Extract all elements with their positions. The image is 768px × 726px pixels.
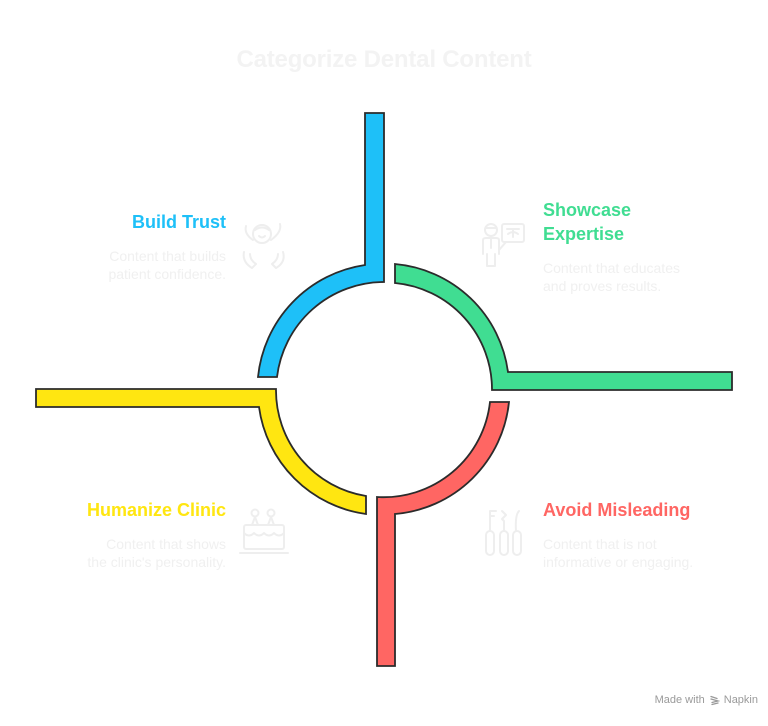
avoid-misleading-description: Content that is not informative or engag… xyxy=(543,535,693,571)
yellow-arm-humanize-clinic xyxy=(35,388,367,516)
showcase-heading-line-2: Expertise xyxy=(543,224,625,244)
avoid-desc-line-2: informative or engaging. xyxy=(543,554,694,570)
blue-arm-build-trust xyxy=(257,112,385,378)
avoid-desc-line-1: Content that is not xyxy=(543,536,657,552)
showcase-desc-line-2: and proves results. xyxy=(543,278,662,294)
build-trust-heading: Build Trust xyxy=(132,212,226,232)
build-trust-description: Content that builds patient confidence. xyxy=(60,247,226,283)
showcase-desc-line-1: Content that educates xyxy=(543,260,680,276)
build-trust-desc-line-2: patient confidence. xyxy=(108,266,226,282)
humanize-clinic-heading: Humanize Clinic xyxy=(86,500,226,520)
showcase-expertise-heading: Showcase Expertise xyxy=(543,198,631,246)
diagram-title: Categorize Dental Content xyxy=(236,46,532,73)
child-in-hands-icon xyxy=(242,223,285,269)
avoid-misleading-heading: Avoid Misleading xyxy=(543,500,691,520)
humanize-desc-line-2: the clinic's personality. xyxy=(87,554,226,570)
presenter-board-icon xyxy=(482,223,525,267)
red-arm-avoid-misleading xyxy=(376,401,510,667)
green-arm-showcase-expertise xyxy=(394,263,733,391)
showcase-heading-line-1: Showcase xyxy=(543,200,632,220)
napkin-watermark: Made with Napkin xyxy=(655,694,758,706)
humanize-desc-line-1: Content that shows xyxy=(106,536,226,552)
dental-tools-icon xyxy=(485,510,522,556)
made-with-label: Made with xyxy=(654,694,705,706)
napkin-brand-label: Napkin xyxy=(723,694,758,706)
build-trust-desc-line-1: Content that builds xyxy=(109,248,226,264)
showcase-expertise-description: Content that educates and proves results… xyxy=(543,259,680,295)
celebration-cake-icon xyxy=(239,508,289,554)
napkin-logo-icon xyxy=(710,695,720,705)
humanize-clinic-description: Content that shows the clinic's personal… xyxy=(40,535,226,571)
